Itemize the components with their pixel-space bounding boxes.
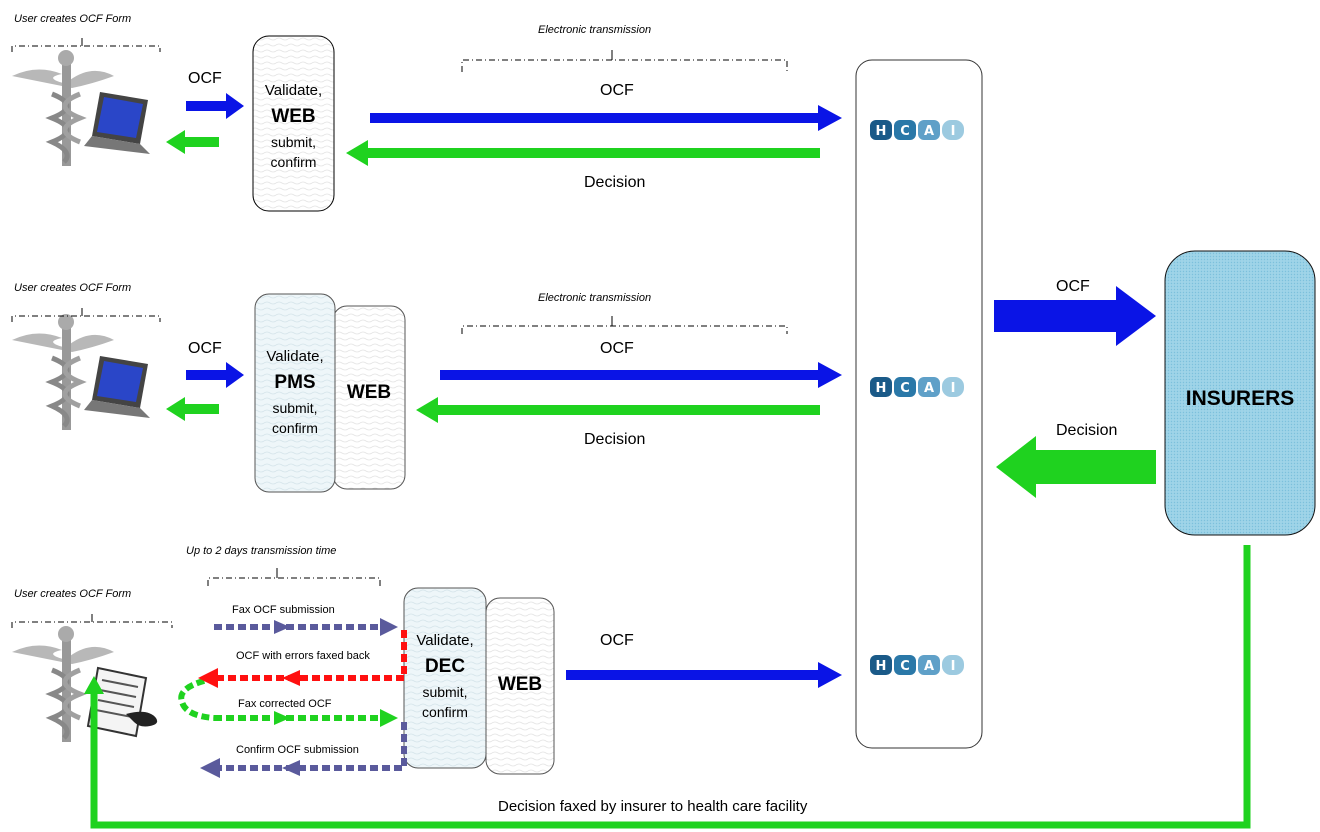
bottom-decision-label: Decision faxed by insurer to health care…	[498, 798, 808, 815]
fax-decision-return-line	[90, 545, 1251, 829]
ocf-arrow-insurers	[994, 286, 1156, 346]
transmission-brace-2	[461, 325, 788, 334]
decision-arrow-label-row2: Decision	[584, 431, 646, 448]
ocf-arrow-user-1	[186, 93, 244, 119]
insurers-ocf-label: OCF	[1056, 278, 1090, 295]
svg-text:C: C	[900, 381, 910, 396]
svg-text:H: H	[876, 381, 887, 396]
hcai-logo-3: H C A I	[870, 655, 964, 675]
medical-laptop-icon-2	[12, 314, 150, 430]
decision-arrow-insurers	[996, 436, 1156, 498]
svg-text:A: A	[924, 381, 934, 396]
decision-arrow-label-row1: Decision	[584, 174, 646, 191]
fax-submit-label: Fax OCF submission	[232, 604, 335, 616]
transmission-caption-row2: Electronic transmission	[538, 292, 652, 304]
hcai-logo-2: H C A I	[870, 377, 964, 397]
hcai-column	[855, 59, 983, 749]
pms-box-text: Validate, PMS submit, confirm	[266, 348, 324, 436]
hcai-logo-1: H C A I	[870, 120, 964, 140]
dec-box-text: Validate, DEC submit, confirm	[416, 632, 474, 720]
confirm-submit-label: Confirm OCF submission	[236, 744, 359, 756]
ocf-arrow-label-row1: OCF	[600, 82, 634, 99]
insurers-decision-label: Decision	[1056, 422, 1118, 439]
ocf-arrow-hcai-1	[370, 105, 842, 131]
ocf-arrow-label-row2: OCF	[600, 340, 634, 357]
web-box-row1	[252, 35, 335, 212]
transmission-caption-row3: Up to 2 days transmission time	[186, 545, 337, 557]
caption-brace-1	[11, 45, 161, 52]
medical-fax-icon	[12, 626, 158, 742]
decision-arrow-hcai-1	[346, 140, 820, 166]
medical-laptop-icon-1	[12, 50, 150, 166]
svg-text:A: A	[924, 124, 934, 139]
decision-arrow-hcai-2	[416, 397, 820, 423]
svg-text:I: I	[951, 124, 956, 139]
ocf-arrow-hcai-2	[440, 362, 842, 388]
ocf-label-row1: OCF	[188, 70, 222, 87]
ocf-label-row2: OCF	[188, 340, 222, 357]
svg-text:A: A	[924, 659, 934, 674]
svg-text:C: C	[900, 659, 910, 674]
ocf-arrow-user-2	[186, 362, 244, 388]
insurers-box	[1164, 250, 1316, 536]
confirm-submit-arrow	[220, 722, 407, 771]
insurers-box-text: INSURERS	[1185, 387, 1295, 410]
transmission-caption-row1: Electronic transmission	[538, 24, 652, 36]
pms-box	[254, 293, 336, 493]
fax-errors-arrow	[218, 630, 407, 681]
svg-text:C: C	[900, 124, 910, 139]
caption-row3: User creates OCF Form	[14, 588, 132, 600]
web-box-text-row2: WEB	[346, 382, 392, 403]
web-box-text-row1: Validate, WEB submit, confirm	[264, 82, 323, 170]
return-arrow-user-2	[166, 397, 219, 421]
transmission-brace-3	[207, 577, 381, 586]
transmission-brace-1	[461, 59, 788, 72]
caption-row2: User creates OCF Form	[14, 282, 132, 294]
svg-text:H: H	[876, 659, 887, 674]
return-arrow-user-1	[166, 130, 219, 154]
svg-text:H: H	[876, 124, 887, 139]
caption-brace-3	[11, 621, 173, 628]
ocf-arrow-label-row3: OCF	[600, 632, 634, 649]
fax-corrected-label: Fax corrected OCF	[238, 698, 332, 710]
svg-text:I: I	[951, 659, 956, 674]
ocf-arrow-hcai-3	[566, 662, 842, 688]
web-box-text-row3: WEB	[497, 674, 543, 695]
caption-row1: User creates OCF Form	[14, 13, 132, 25]
fax-errors-curve	[178, 675, 217, 721]
fax-decision-arrowhead	[84, 676, 104, 694]
caption-brace-2	[11, 315, 161, 322]
svg-text:I: I	[951, 381, 956, 396]
fax-errors-label: OCF with errors faxed back	[236, 650, 370, 662]
